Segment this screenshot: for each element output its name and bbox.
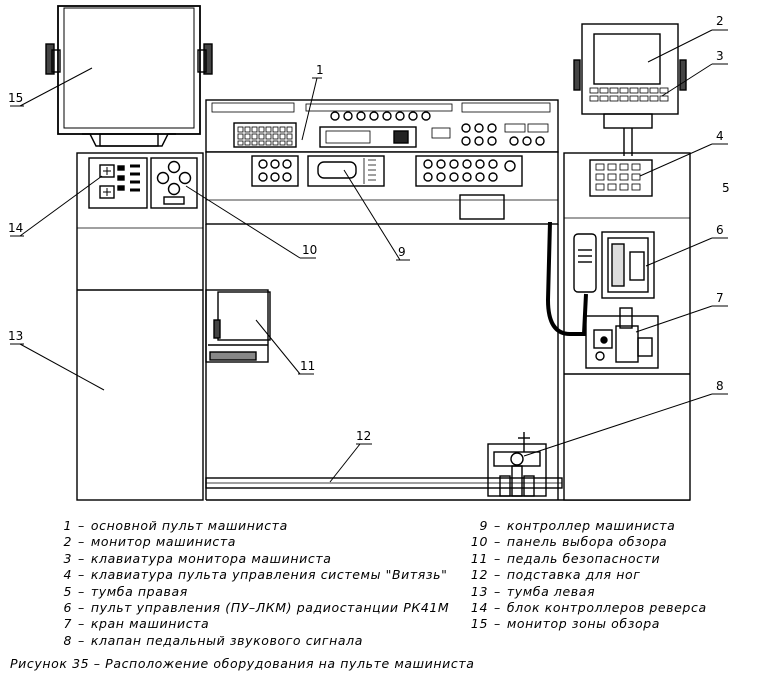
callout-14: 14 [8, 221, 23, 235]
callout-13: 13 [8, 329, 23, 343]
legend-item: 1–основной пульт машиниста [63, 518, 288, 533]
legend-item: 9–контроллер машиниста [479, 518, 676, 533]
callout-8: 8 [716, 379, 724, 393]
left-cabinet [76, 152, 204, 501]
legend-item: 13–тумба левая [470, 583, 596, 599]
legend-item: 6–пульт управления (ПУ–ЛКМ) радиостанции… [63, 599, 450, 615]
horn-pedal-valve [487, 432, 547, 497]
legend-item: 4–клавиатура пульта управления системы "… [63, 567, 448, 583]
drivers-brake-valve [585, 307, 659, 369]
console-drawing: 1 2 3 4 5 6 7 8 9 10 11 12 13 14 15 [8, 5, 730, 501]
legend-item: 2–монитор машиниста [63, 534, 237, 550]
legend-item: 5–тумба правая [63, 583, 188, 599]
vityaz-keypad [589, 159, 653, 197]
radio-spiral-cord [545, 221, 588, 336]
callout-10: 10 [302, 243, 317, 257]
callout-12: 12 [356, 429, 371, 443]
legend-left: 1–основной пульт машиниста 2–монитор маш… [50, 518, 449, 649]
callout-7: 7 [716, 291, 724, 305]
callout-3: 3 [716, 49, 724, 63]
legend-item: 10–панель выбора обзора [470, 534, 668, 550]
legend-item: 11–педаль безопасности [470, 550, 661, 566]
callout-4: 4 [716, 129, 724, 143]
callout-1: 1 [316, 63, 324, 77]
callout-6: 6 [716, 223, 724, 237]
figure-caption: Рисунок 35 – Расположение оборудования н… [10, 656, 475, 671]
legend-item: 7–кран машиниста [63, 616, 210, 632]
legend-item: 3–клавиатура монитора машиниста [63, 550, 332, 566]
safety-pedal [205, 289, 271, 363]
callout-11: 11 [300, 359, 315, 373]
console-key-grid [237, 126, 293, 146]
main-driver-console [205, 99, 559, 153]
leader-lines [10, 29, 728, 483]
view-selection-panel [150, 157, 198, 209]
callout-5: 5 [722, 181, 730, 195]
driver-monitor-keyboard [589, 87, 669, 102]
callout-15: 15 [8, 91, 23, 105]
callout-2: 2 [716, 14, 724, 28]
legend-right: 9–контроллер машиниста 10–панель выбора … [466, 518, 707, 633]
legend-item: 12–подставка для ног [470, 567, 641, 583]
view-zone-monitor [45, 5, 213, 147]
legend-item: 14–блок контроллеров реверса [470, 599, 707, 615]
legend-item: 8–клапан педальный звукового сигнала [63, 632, 363, 648]
lower-desk [205, 151, 559, 225]
driver-controller [307, 155, 385, 187]
legend-item: 15–монитор зоны обзора [470, 616, 661, 632]
reverse-controller-block [88, 157, 148, 209]
callout-9: 9 [398, 245, 406, 259]
footrest [205, 477, 563, 489]
